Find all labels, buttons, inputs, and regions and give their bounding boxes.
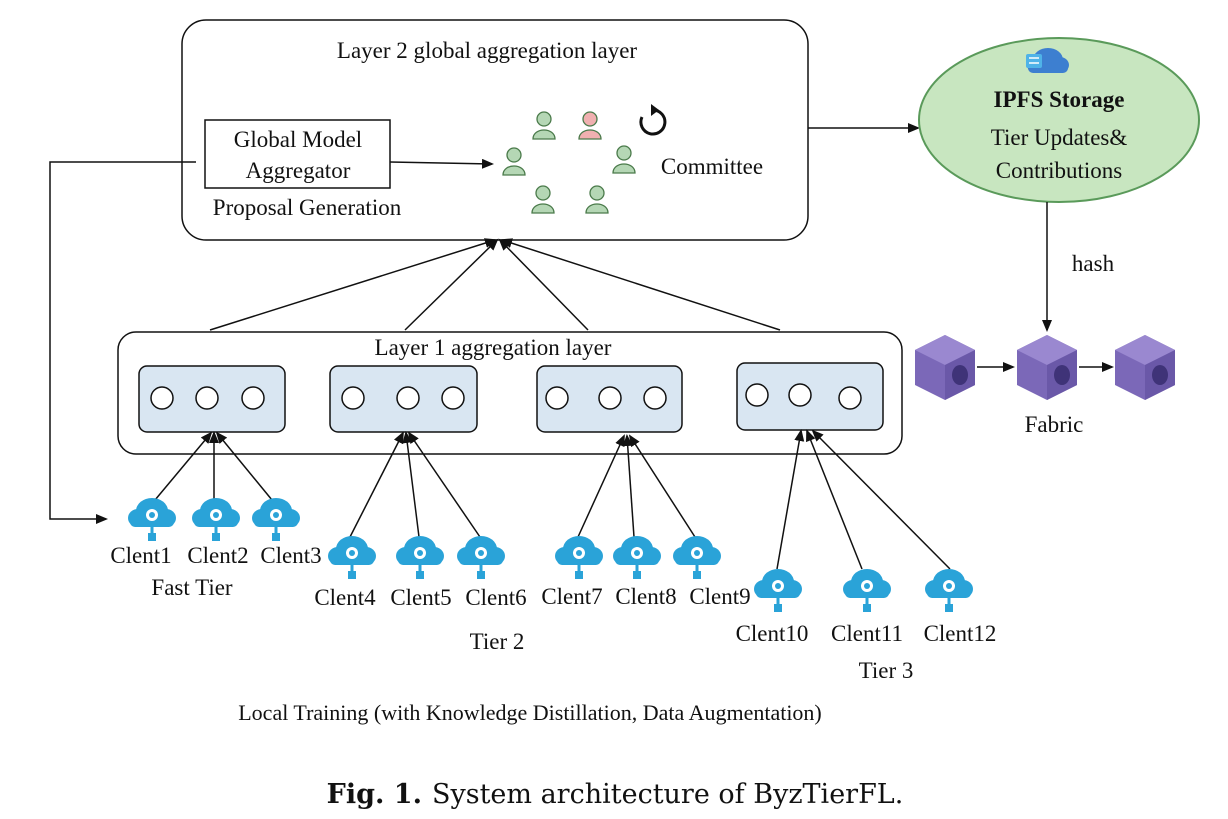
client-cloud-icon [455,534,507,581]
tier-aggregator-3 [736,362,884,431]
layer1-to-layer2-arrow [404,238,499,331]
ipfs-line-1: Tier Updates& [991,125,1128,150]
layer2-title: Layer 2 global aggregation layer [337,38,637,63]
client-upload-arrow [215,431,273,501]
client-label: Clent2 [187,543,248,568]
client-label: Clent1 [110,543,171,568]
aggregator-to-committee-arrow [389,158,494,169]
aggregator-label-1: Global Model [234,127,362,152]
client-cloud-icon [126,496,178,543]
global-model-feedback-arrow [49,161,196,524]
ipfs-storage-node [918,37,1200,203]
figure-caption-label: Fig. 1. [327,779,422,810]
cloud-sync-icon [1026,48,1069,73]
client-label: Clent5 [390,585,451,610]
layer1-title: Layer 1 aggregation layer [375,335,612,360]
client-label: Clent8 [615,584,676,609]
client-label: Clent4 [314,585,376,610]
tier-label-2: Tier 2 [470,629,525,654]
figure-caption: Fig. 1. System architecture of ByzTierFL. [327,779,904,810]
client-upload-arrow [811,429,951,570]
client-label: Clent12 [924,621,997,646]
client-cloud-icon [326,534,378,581]
client-label: Clent7 [541,584,602,609]
client-upload-arrow [402,431,420,538]
client-cloud-icon [394,534,446,581]
client-label: Clent3 [260,543,321,568]
client-cloud-icon [671,534,723,581]
hash-label: hash [1072,251,1115,276]
tier-aggregator-2b [536,365,683,433]
tier-label-fast: Fast Tier [151,575,233,600]
client-upload-arrow [628,434,696,538]
fabric-block-icon [1115,335,1175,400]
fabric-block-icon [915,335,975,400]
client-upload-arrow [806,429,863,570]
tier-label-3: Tier 3 [859,658,914,683]
client-cloud-icon [190,496,242,543]
client-cloud-icon [250,496,302,543]
client-upload-arrow [577,434,625,538]
tier-aggregator-2a [329,365,478,433]
figure-caption-text: System architecture of ByzTierFL. [432,779,903,810]
client-label: Clent9 [689,584,750,609]
client-upload-arrow [349,431,404,538]
committee-label: Committee [661,154,763,179]
layer1-box [117,331,903,455]
rotation-icon [639,104,667,136]
ipfs-line-2: Contributions [996,158,1123,183]
global-aggregator-box [204,119,391,189]
client-cloud-icon [841,567,893,614]
client-upload-arrow [622,434,635,538]
client-cloud-icon [752,567,804,614]
client-cloud-icon [611,534,663,581]
client-cloud-icon [553,534,605,581]
proposal-generation-label: Proposal Generation [213,195,402,220]
local-training-label: Local Training (with Knowledge Distillat… [238,700,822,725]
client-upload-arrow [154,431,213,501]
ipfs-title: IPFS Storage [994,87,1125,112]
client-upload-arrow [407,431,481,538]
client-upload-arrow [776,429,805,570]
client-label: Clent10 [736,621,809,646]
layer1-to-layer2-arrow [209,238,497,331]
fabric-block-icon [1017,335,1077,400]
client-cloud-icon [923,567,975,614]
client-label: Clent11 [831,621,903,646]
layer1-to-layer2-arrow [498,238,589,331]
tier-aggregator-fast [138,365,286,433]
fabric-label: Fabric [1025,412,1084,437]
client-label: Clent6 [465,585,526,610]
aggregator-label-2: Aggregator [246,158,351,183]
layer1-to-layer2-arrow [500,238,781,331]
